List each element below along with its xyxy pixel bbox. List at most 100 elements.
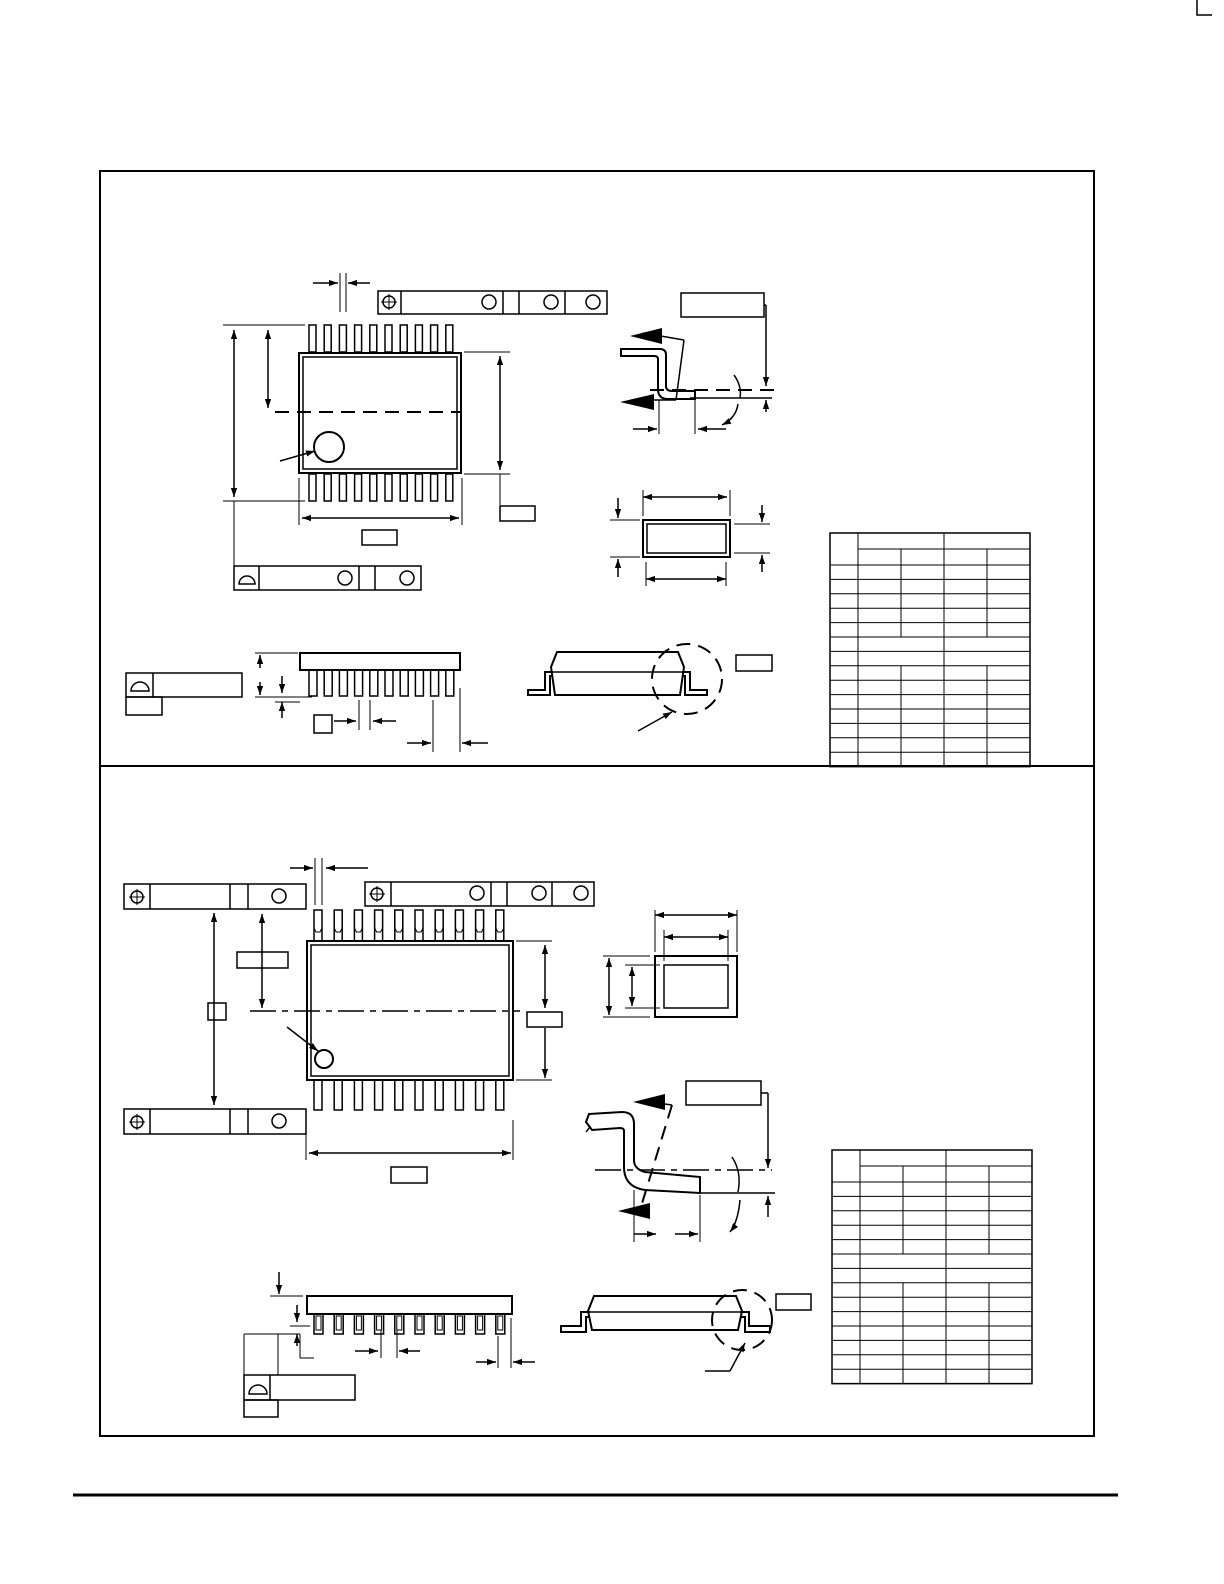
upper-side-lead (338, 669, 349, 697)
lower-side-lead (373, 1313, 385, 1335)
upper-table-border (829, 532, 1031, 768)
lower-side-lead (474, 1313, 486, 1335)
upper-side-lead (323, 669, 333, 697)
lower-top-lead (474, 909, 485, 942)
upper-dimension-table (829, 532, 1031, 768)
upper-pin1-index-circle (313, 431, 345, 463)
upper-top-lead (369, 324, 378, 353)
lower-side-lead-inner (315, 1315, 322, 1331)
upper-panel (125, 273, 1031, 768)
lower-side-lead (434, 1313, 445, 1335)
lower-side-lead (313, 1313, 324, 1335)
lower-bottom-leads (313, 1079, 505, 1111)
upper-side-lead (369, 669, 379, 697)
lower-bottom-lead (313, 1079, 323, 1111)
upper-bottom-lead (323, 473, 332, 502)
lower-top-lead-tip (333, 909, 343, 933)
upper-bottom-lead (308, 473, 317, 502)
lower-top-lead-tip (414, 909, 424, 933)
lower-top-lead-tip (434, 909, 444, 933)
lower-top-lead (434, 909, 444, 942)
lower-bottom-lead (454, 1079, 465, 1111)
lower-side-lead (333, 1313, 344, 1335)
upper-side-lead (429, 669, 440, 697)
lower-side-lead (495, 1313, 506, 1335)
lower-side-lead (353, 1313, 365, 1335)
lower-pin1-leader (286, 1026, 319, 1052)
lower-top-lead (495, 909, 505, 942)
upper-side-view-leads (308, 669, 455, 697)
upper-position-tolerance-frame (377, 290, 608, 315)
upper-top-lead (414, 324, 424, 353)
lower-side-view (243, 1272, 535, 1418)
lower-side-lead-inner (436, 1315, 443, 1331)
upper-side-lead (384, 669, 394, 697)
upper-bottom-lead (399, 473, 408, 502)
upper-side-lead (445, 669, 455, 697)
upper-top-lead (353, 324, 363, 353)
lower-top-lead-tip (394, 909, 404, 933)
lower-top-lead-tip (475, 909, 485, 933)
lower-bottom-lead (414, 1079, 424, 1111)
upper-end-view (527, 643, 773, 732)
lower-pin1-index-circle (314, 1049, 334, 1069)
lower-top-lead (454, 909, 465, 942)
upper-top-lead (445, 324, 454, 353)
upper-bottom-lead (414, 473, 424, 502)
lower-top-lead (353, 909, 364, 942)
upper-bottom-lead (445, 473, 454, 502)
lower-side-view-leads (313, 1313, 506, 1335)
lower-top-lead (414, 909, 424, 942)
upper-top-leads (308, 324, 454, 353)
lower-panel (123, 858, 1033, 1418)
lower-side-lead-inner (456, 1315, 463, 1331)
upper-bottom-lead (429, 473, 439, 502)
upper-datum-box-a (361, 529, 398, 546)
upper-bottom-leads (308, 473, 454, 502)
upper-section-view (610, 490, 770, 586)
lower-top-lead (373, 909, 384, 942)
lower-side-lead-inner (477, 1315, 484, 1331)
upper-pin1-leader (279, 450, 316, 462)
drawing-frame (99, 170, 1095, 1437)
lower-side-lead (394, 1313, 405, 1335)
upper-top-lead (384, 324, 393, 353)
upper-side-lead (414, 669, 425, 697)
upper-top-lead (323, 324, 332, 353)
lower-table-border (831, 1149, 1033, 1385)
lower-bottom-lead (394, 1079, 404, 1111)
upper-profile-tolerance-frame (233, 565, 422, 591)
lower-side-lead (414, 1313, 425, 1335)
lower-top-leads (313, 909, 505, 942)
lower-bottom-lead (474, 1079, 485, 1111)
upper-datum-box-b (499, 505, 536, 522)
upper-side-lead (353, 669, 364, 697)
lower-top-lead (333, 909, 343, 942)
upper-top-lead (399, 324, 408, 353)
lower-bottom-lead (495, 1079, 505, 1111)
upper-side-lead (308, 669, 318, 697)
lower-bottom-lead (373, 1079, 384, 1111)
upper-side-view (125, 652, 488, 752)
lower-position-frame-left-bottom (123, 1108, 307, 1135)
lower-top-lead-tip (353, 909, 363, 933)
lower-top-lead (313, 909, 323, 942)
lower-position-frame-top (364, 881, 595, 907)
lower-top-lead-tip (454, 909, 464, 933)
lower-lead-form-detail (584, 1080, 775, 1242)
lower-side-lead-inner (396, 1315, 403, 1331)
lower-top-lead-tip (374, 909, 384, 933)
upper-bottom-lead (369, 473, 378, 502)
lower-bottom-lead (353, 1079, 364, 1111)
upper-lead-form-detail (620, 292, 775, 434)
upper-top-view (223, 273, 608, 591)
lower-side-lead-inner (416, 1315, 423, 1331)
upper-top-lead (308, 324, 317, 353)
lower-side-lead-inner (355, 1315, 362, 1331)
upper-top-lead (338, 324, 348, 353)
lower-top-lead-tip (313, 909, 323, 933)
lower-section-view (603, 910, 738, 1018)
upper-side-lead (399, 669, 409, 697)
lower-top-lead (394, 909, 404, 942)
